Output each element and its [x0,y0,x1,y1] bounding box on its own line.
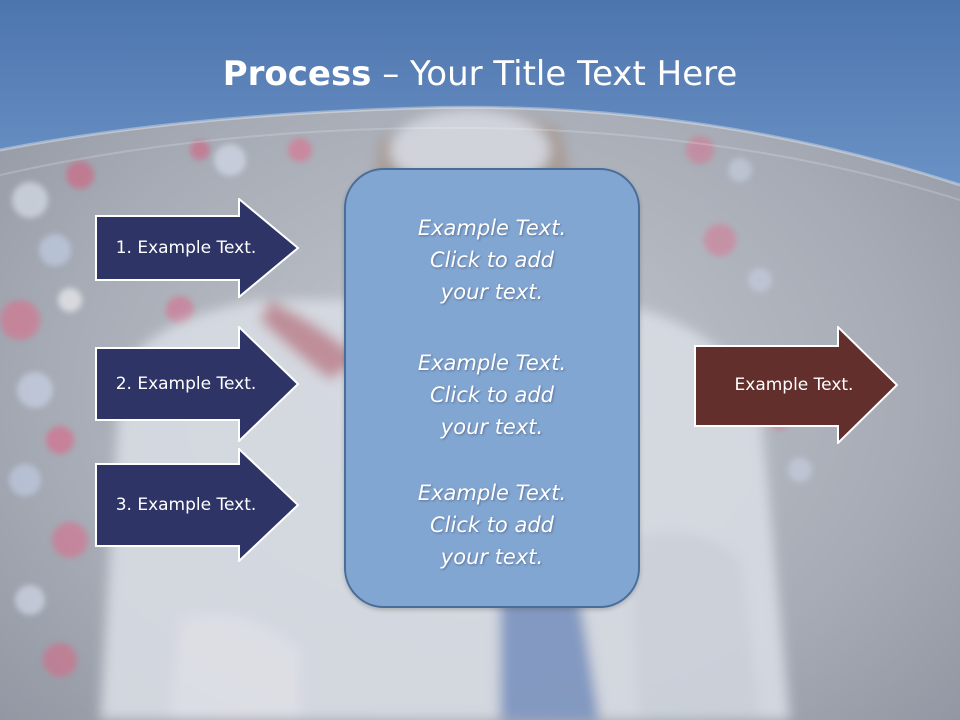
arrow-shape [95,198,299,298]
page-title: Process – Your Title Text Here [0,52,960,96]
center-block-2[interactable]: Example Text. Click to add your text. [344,347,640,443]
center-block-1-line-2: Click to add [429,248,554,272]
center-block-3[interactable]: Example Text. Click to add your text. [344,477,640,573]
step-arrow-3[interactable]: 3. Example Text. [95,448,299,562]
arrow-shape [694,326,898,444]
center-block-1-line-3: your text. [440,280,544,304]
center-block-3-line-1: Example Text. [417,481,567,505]
step-arrow-1[interactable]: 1. Example Text. [95,198,299,298]
center-text-box[interactable] [344,168,640,608]
center-block-2-line-2: Click to add [429,383,554,407]
arrow-shape [95,448,299,562]
result-arrow-label: Example Text. [734,375,854,395]
result-arrow[interactable]: Example Text. [694,326,898,444]
center-block-1[interactable]: Example Text. Click to add your text. [344,212,640,308]
step-arrow-2[interactable]: 2. Example Text. [95,326,299,442]
step-arrow-2-label: 2. Example Text. [115,374,257,394]
center-block-1-line-1: Example Text. [417,216,567,240]
step-arrow-3-label: 3. Example Text. [115,495,257,515]
center-block-2-line-3: your text. [440,415,544,439]
header-band [0,0,960,185]
bokeh-lights [0,138,312,677]
center-block-3-line-2: Click to add [429,513,554,537]
arrow-shape [95,326,299,442]
title-bold: Process [222,54,372,94]
center-block-2-line-1: Example Text. [417,351,567,375]
step-arrow-1-label: 1. Example Text. [115,238,257,258]
center-block-3-line-3: your text. [440,545,544,569]
title-rest: – Your Title Text Here [371,54,738,94]
